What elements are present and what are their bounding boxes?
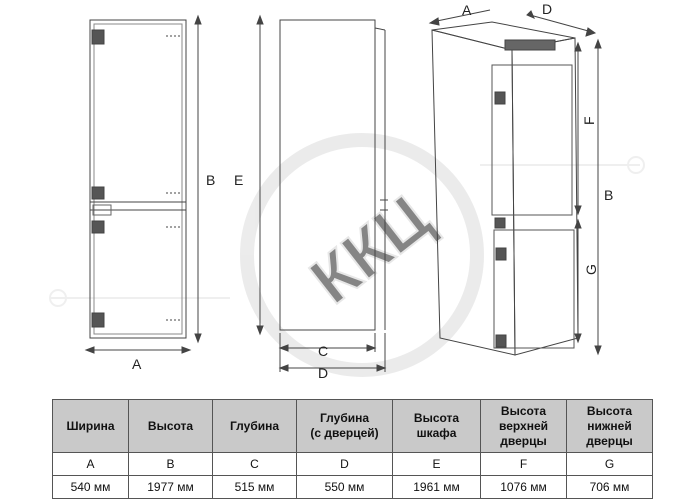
letter-cell: G (566, 452, 653, 476)
iso-width-label: A (462, 2, 472, 18)
iso-upper-door-label: F (581, 116, 597, 125)
iso-side-face (511, 37, 579, 356)
value-cell: 550 мм (296, 475, 393, 499)
letter-cell: B (128, 452, 213, 476)
dimension-drawing: ККЦ B A (49, 1, 645, 381)
side-depth-label: C (318, 343, 328, 359)
header-upper-door: Высота верхней дверцы (480, 399, 567, 453)
hinge-icon (91, 186, 105, 200)
value-cell: 1961 мм (392, 475, 481, 499)
letter-cell: D (296, 452, 393, 476)
value-cell: 515 мм (212, 475, 297, 499)
hinge-icon (495, 334, 507, 348)
header-depth-door: Глубина (с дверцей) (296, 399, 393, 453)
value-cell: 706 мм (566, 475, 653, 499)
hinge-icon (495, 247, 507, 261)
table-row-letters: A B C D E F G (52, 452, 653, 476)
iso-depth-label: D (542, 1, 552, 17)
hinge-icon (494, 91, 506, 105)
side-height-label: E (234, 172, 243, 188)
watermark: ККЦ (49, 133, 645, 377)
side-cabinet (279, 19, 376, 331)
header-width: Ширина (52, 399, 129, 453)
letter-cell: E (392, 452, 481, 476)
value-cell: 1076 мм (480, 475, 567, 499)
iso-front-face (431, 29, 516, 356)
front-height-label: B (206, 172, 215, 188)
header-cabinet-height: Высота шкафа (392, 399, 481, 453)
side-view (256, 14, 388, 372)
table-row-values: 540 мм 1977 мм 515 мм 550 мм 1961 мм 107… (52, 475, 653, 499)
side-depth-door-label: D (318, 365, 328, 381)
iso-height-label: B (604, 187, 613, 203)
hinge-icon (91, 312, 105, 328)
watermark-circle (240, 133, 484, 377)
iso-upper-door (491, 64, 573, 216)
dimensions-table: Ширина Высота Глубина Глубина (с дверцей… (52, 399, 653, 499)
value-cell: 1977 мм (128, 475, 213, 499)
value-cell: 540 мм (52, 475, 129, 499)
front-width-label: A (132, 356, 142, 372)
isometric-view (428, 9, 602, 356)
letter-cell: A (52, 452, 129, 476)
header-height: Высота (128, 399, 213, 453)
letter-cell: C (212, 452, 297, 476)
front-view (84, 14, 202, 354)
watermark-text: ККЦ (297, 180, 444, 318)
iso-lower-door (493, 229, 575, 349)
hinge-icon (494, 217, 506, 229)
iso-lower-door-label: G (583, 264, 599, 275)
header-lower-door: Высота нижней дверцы (566, 399, 653, 453)
letter-cell: F (480, 452, 567, 476)
front-cabinet (89, 19, 187, 339)
header-depth: Глубина (212, 399, 297, 453)
hinge-icon (91, 220, 105, 234)
hinge-icon (91, 29, 105, 45)
table-header-row: Ширина Высота Глубина Глубина (с дверцей… (52, 399, 653, 453)
